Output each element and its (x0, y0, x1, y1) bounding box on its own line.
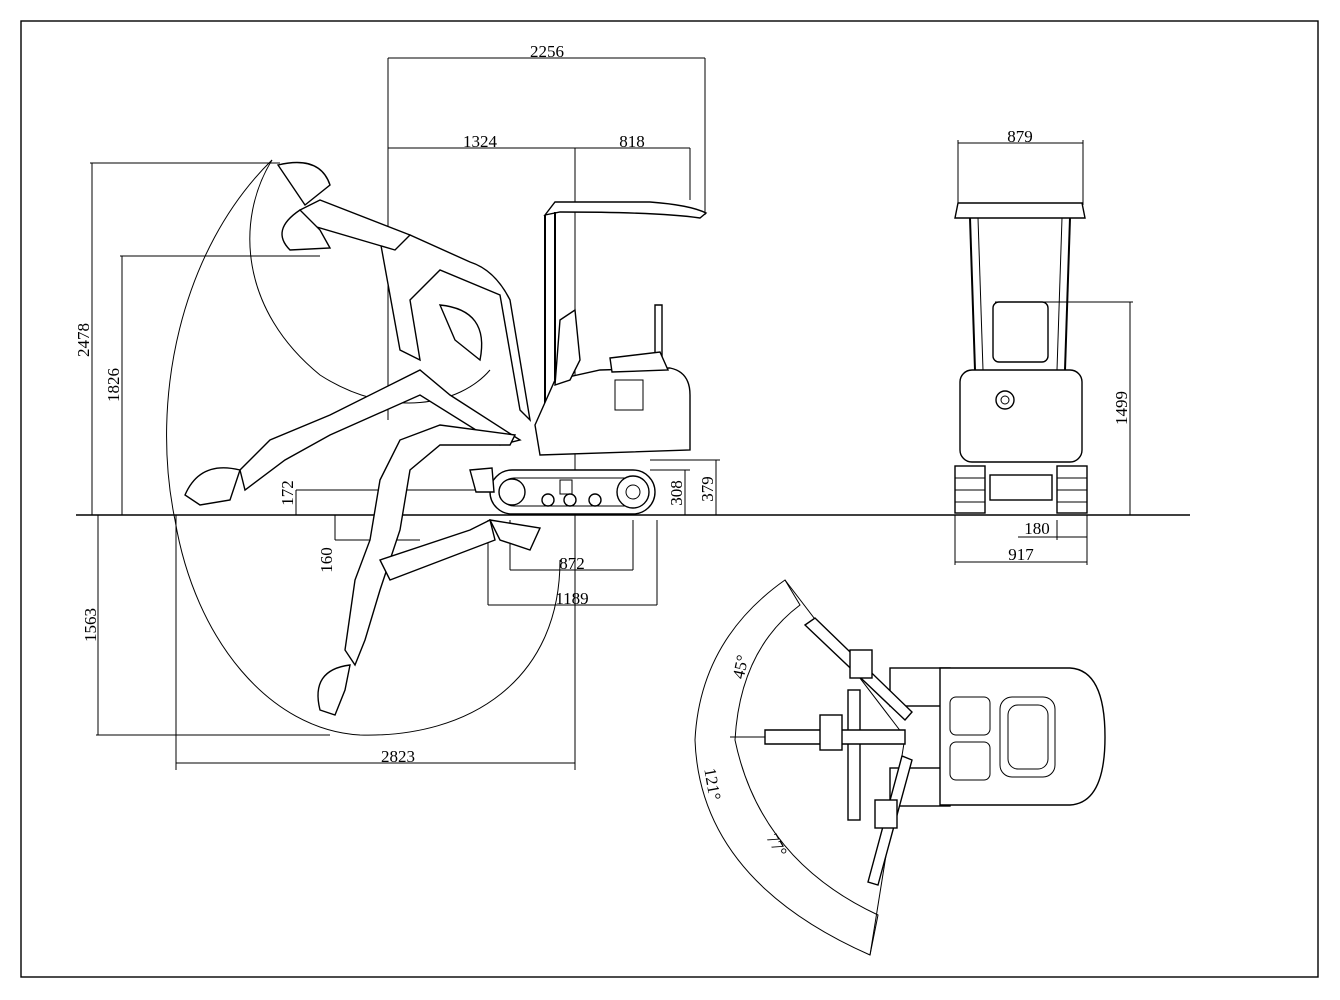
upper-swing-arc (249, 159, 491, 404)
label-379: 379 (698, 476, 717, 502)
top-view (694, 579, 1106, 956)
bucket-lowered (317, 664, 351, 716)
label-160: 160 (317, 547, 336, 573)
label-917: 917 (1008, 545, 1034, 564)
label-879: 879 (1007, 127, 1033, 146)
label-1189: 1189 (555, 589, 588, 608)
front-canopy-roof (954, 202, 1086, 219)
swing-motor (995, 390, 1015, 410)
bucket-extended (184, 467, 241, 506)
front-seat (992, 301, 1049, 363)
boom-raised (379, 234, 532, 423)
canopy-post (544, 212, 556, 420)
front-body (959, 369, 1083, 463)
idler-wheel (498, 478, 526, 506)
boom-extended (239, 369, 522, 492)
label-2823: 2823 (381, 747, 415, 766)
label-1826: 1826 (104, 368, 123, 402)
label-172: 172 (278, 480, 297, 506)
dozer-blade (469, 467, 495, 493)
label-2256: 2256 (530, 42, 564, 61)
front-view (954, 140, 1133, 565)
label-180: 180 (1024, 519, 1050, 538)
top-body (939, 667, 1106, 806)
label-angle-45: 45° (729, 653, 753, 680)
digging-envelope (166, 159, 561, 736)
label-818: 818 (619, 132, 645, 151)
label-angle-77: 77° (763, 830, 791, 860)
top-blade (847, 689, 861, 821)
bucket-raised (281, 209, 332, 251)
drive-sprocket (616, 475, 650, 509)
drawing-frame (20, 20, 1319, 978)
boom-lowered (344, 424, 517, 667)
label-1324: 1324 (463, 132, 498, 151)
label-308: 308 (667, 480, 686, 506)
canopy-roof (543, 201, 708, 219)
label-1563: 1563 (81, 608, 100, 642)
label-1499: 1499 (1112, 391, 1131, 425)
label-2478: 2478 (74, 323, 93, 357)
side-view (90, 57, 720, 770)
seat (554, 308, 581, 386)
label-angle-121: 121° (700, 766, 724, 801)
arm-lowered (379, 518, 496, 581)
label-872: 872 (559, 554, 585, 573)
